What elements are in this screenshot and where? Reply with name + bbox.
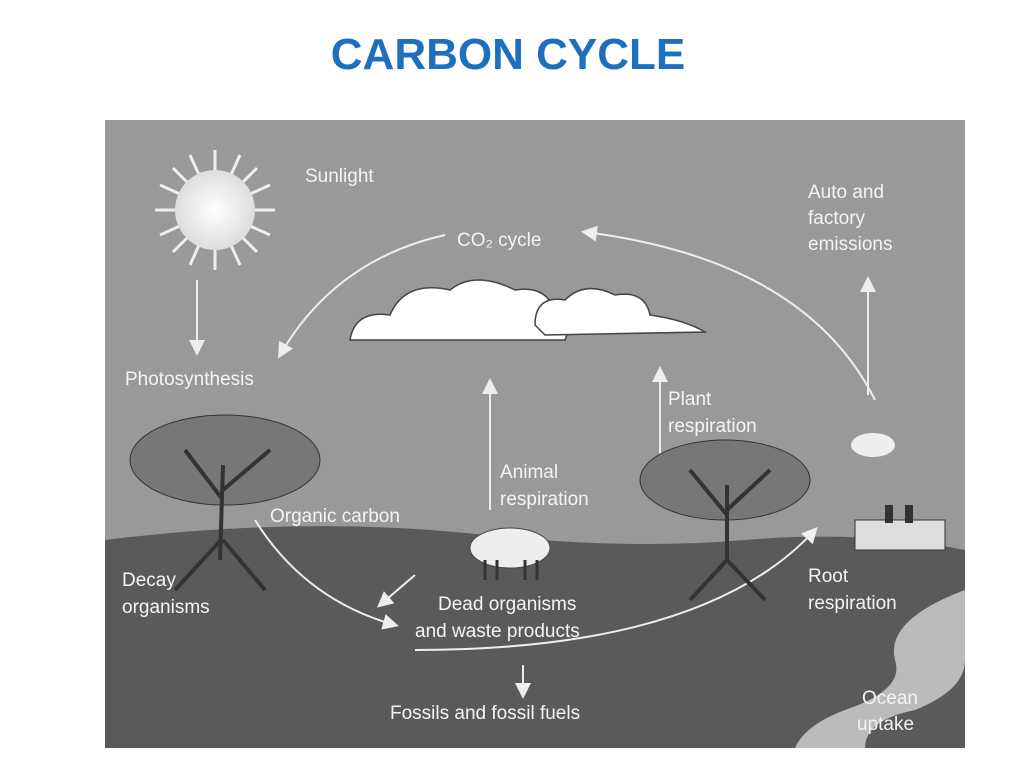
cloud-icon: [349, 279, 708, 341]
label-plant-resp-1: Plant: [668, 389, 712, 410]
root-arc-arrow: [414, 527, 818, 651]
label-auto-2: factory: [808, 208, 866, 229]
co2-arrow-right: [581, 225, 876, 401]
label-dead-2: and waste products: [415, 621, 580, 642]
factory-icon: [851, 433, 946, 551]
label-root-2: respiration: [808, 593, 897, 614]
sun-icon: [155, 150, 275, 270]
tree-left-icon: [129, 414, 321, 592]
decay-arc-arrow: [254, 519, 399, 630]
label-co2-cycle: CO₂ cycle: [457, 230, 541, 251]
co2-arrow-left: [277, 234, 446, 359]
label-fossils: Fossils and fossil fuels: [390, 703, 580, 724]
tree-right-icon: [639, 439, 811, 602]
label-auto-3: emissions: [808, 234, 892, 255]
carbon-cycle-diagram: Sunlight CO₂ cycle Auto and factory emis…: [105, 120, 965, 748]
label-ocean-1: Ocean: [862, 688, 918, 709]
label-auto-1: Auto and: [808, 182, 884, 203]
label-root-1: Root: [808, 566, 849, 587]
label-animal-resp-2: respiration: [500, 489, 589, 510]
label-organic-carbon: Organic carbon: [270, 506, 400, 527]
slide-title: CARBON CYCLE: [330, 30, 686, 79]
label-decay-1: Decay: [122, 570, 176, 591]
label-decay-2: organisms: [122, 597, 210, 618]
label-photosynthesis: Photosynthesis: [125, 369, 254, 390]
label-animal-resp-1: Animal: [500, 462, 558, 483]
dead-arrow: [376, 574, 416, 608]
label-ocean-2: uptake: [857, 714, 914, 735]
label-sunlight: Sunlight: [305, 166, 374, 187]
river: [795, 590, 965, 748]
label-dead-1: Dead organisms: [438, 594, 576, 615]
label-plant-resp-2: respiration: [668, 416, 757, 437]
sheep-icon: [469, 527, 551, 580]
